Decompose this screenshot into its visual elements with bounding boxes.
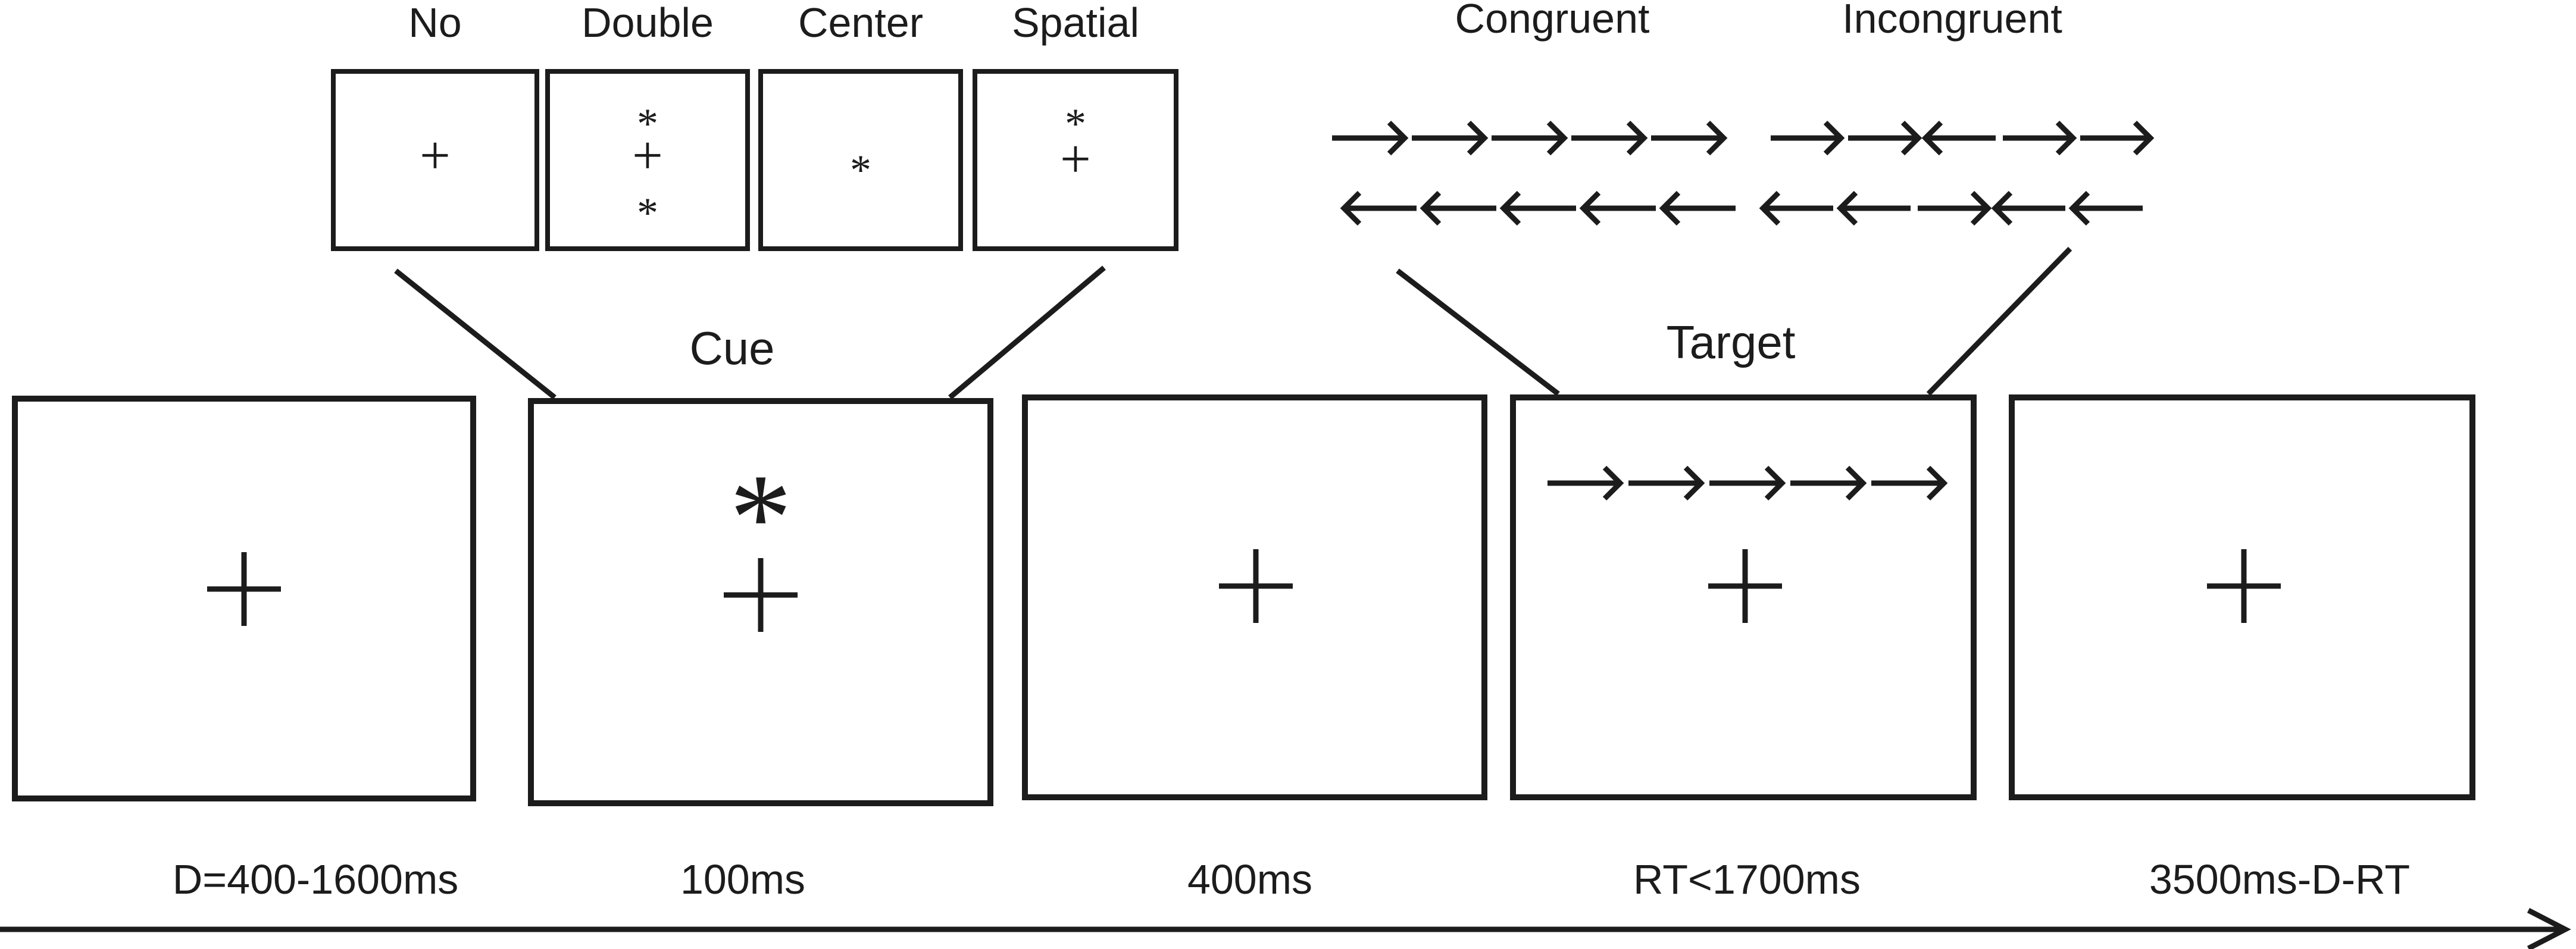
trial-frame-5: 3500ms-D-RT [2009,394,2475,903]
duration-label: 400ms [1187,856,1312,903]
arrow-right-icon [2003,120,2077,156]
connector-line [1396,268,1560,396]
cue-type-label: No [408,0,461,46]
target-stage-label: Target [1667,316,1796,368]
arrow-left-icon [1659,190,1736,226]
duration-label: 100ms [680,856,805,903]
asterisk-icon: * [637,100,658,148]
frame-box [528,398,993,806]
fixation-cross-icon [2207,549,2281,623]
incongruent-row [1771,120,2155,156]
arrow-right-icon [1709,465,1786,501]
cue-type-double: Double *+* [545,0,750,251]
trial-frame-1: D=400-1600ms [12,396,476,903]
duration-label: RT<1700ms [1633,856,1861,903]
arrow-left-icon [1420,190,1496,226]
frame-box [1022,394,1487,800]
fixation-cross-icon [207,552,281,626]
arrow-right-icon [2080,120,2155,156]
cue-type-center: Center * [758,0,963,251]
congruent-row-left [1340,190,1736,226]
cue-type-label: Center [798,0,923,46]
trial-frame-2: * 100ms [528,398,993,903]
asterisk-icon: * [637,189,658,237]
arrow-left-icon [1991,190,2065,226]
congruent-label: Congruent [1455,0,1650,42]
fixation-cross-icon [1219,549,1293,623]
arrow-right-icon [1848,120,1922,156]
arrow-right-icon [1651,120,1728,156]
arrow-right-icon [1548,465,1624,501]
incongruent-row [1759,190,2143,226]
cue-type-box [331,69,539,251]
flanker-type-examples: Congruent Incongruent [1332,0,2155,226]
duration-label: 3500ms-D-RT [2149,856,2410,903]
arrow-right-icon [1332,120,1409,156]
connector-line [394,268,557,400]
duration-label: D=400-1600ms [173,856,459,903]
fixation-cross-icon: + [1060,129,1091,189]
arrow-right-icon [1628,465,1705,501]
frame-box [1510,394,1977,800]
arrow-right-icon [1771,120,1845,156]
connector-line [948,265,1106,400]
arrow-right-icon [1412,120,1489,156]
fixation-cross-icon [724,558,798,632]
fixation-cross-icon: + [632,125,663,186]
timeline-arrow [0,908,2571,949]
frame-box [12,396,476,801]
arrow-left-icon [1340,190,1417,226]
cue-type-label: Spatial [1012,0,1139,46]
arrow-left-icon [1921,120,1996,156]
cue-type-box [973,69,1178,251]
fixation-cross-icon: + [420,125,451,186]
connector-lines [394,246,2072,400]
connector-line [1926,246,2072,396]
arrow-right-icon [2527,908,2571,949]
fixation-cross-icon [1708,549,1782,623]
frame-box [2009,394,2475,800]
target-arrow-row [1548,465,1948,501]
trial-frame-3: 400ms [1022,394,1487,903]
arrow-left-icon [1499,190,1576,226]
arrow-left-icon [1836,190,1911,226]
cue-type-examples: No+Double*+*Center*Spatial*+ [331,0,1178,251]
cue-type-label: Double [582,0,714,46]
incongruent-label: Incongruent [1842,0,2062,42]
asterisk-icon: * [730,449,792,587]
congruent-row-right [1332,120,1728,156]
trial-frames: D=400-1600ms * 100ms 400ms RT<1700ms 3500ms-D… [12,394,2475,903]
asterisk-icon: * [1065,100,1086,148]
trial-frame-4: RT<1700ms [1510,394,1977,903]
arrow-left-icon [1579,190,1656,226]
asterisk-icon: * [850,146,871,194]
cue-type-box [758,69,963,251]
cue-type-box [545,69,750,251]
cue-type-no: No + [331,0,539,251]
arrow-right-icon [1871,465,1948,501]
arrow-right-icon [1790,465,1867,501]
arrow-left-icon [2068,190,2143,226]
cue-stage-label: Cue [689,322,774,374]
arrow-right-icon [1492,120,1568,156]
arrow-left-icon [1759,190,1833,226]
arrow-right-icon [1918,190,1992,226]
cue-type-spatial: Spatial *+ [973,0,1178,251]
arrow-right-icon [1571,120,1648,156]
